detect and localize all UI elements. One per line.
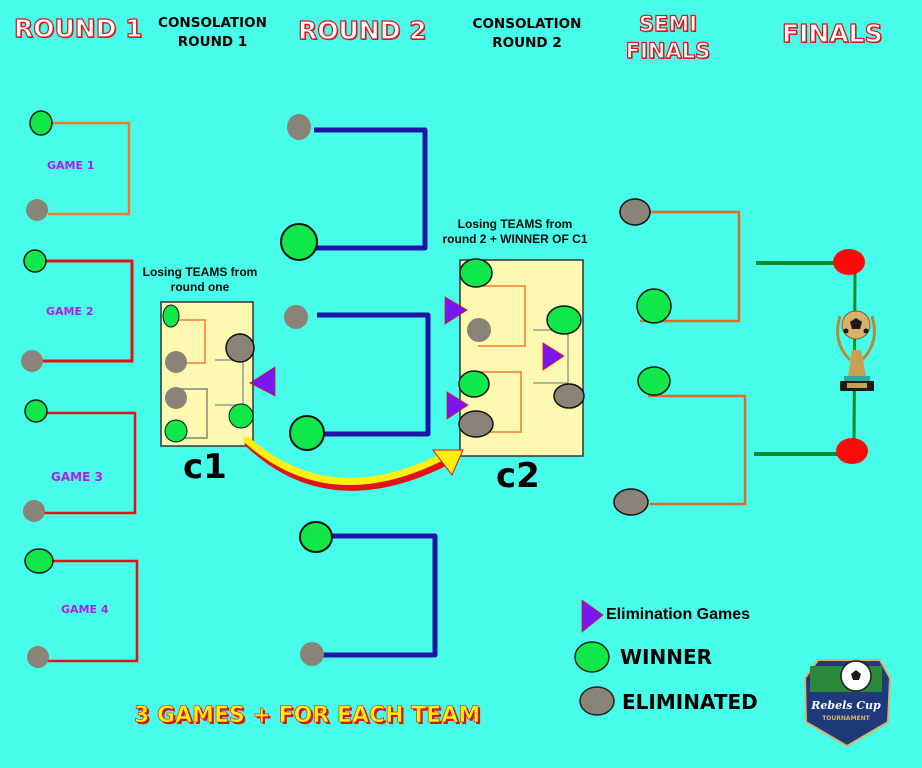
team-winner [23,249,47,273]
team-eliminated [27,646,49,668]
team-winner [228,403,254,429]
game-2-bracket [40,259,134,363]
c2-label: c2 [496,456,540,496]
game-1-bracket [48,121,131,216]
header-round-1: ROUND 1 [13,13,143,43]
semi-2-bracket [648,394,747,506]
finalist-bottom [836,438,868,464]
elimination-marker-c2-a [444,296,468,325]
rebels-cup-logo [803,659,892,748]
game-label-2: GAME 2 [46,305,94,318]
header-round-2: ROUND 2 [297,15,427,45]
header-semi-line2: FINALS [625,38,711,63]
team-eliminated [287,114,311,140]
team-eliminated [225,333,255,363]
team-winner [636,288,672,324]
round2-match-2-bracket [317,312,431,437]
footer-banner: 3 GAMES + FOR EACH TEAM [134,703,481,729]
legend-elimination-icon [581,599,604,633]
team-eliminated [553,383,585,409]
header-consolation-round-1: CONSOLATION ROUND 1 [158,15,267,50]
team-winner [546,305,582,335]
finalist-top [833,249,865,275]
game-3-bracket [42,411,137,515]
team-eliminated [300,642,324,666]
game-4-bracket [46,559,139,663]
team-eliminated [21,350,43,372]
elimination-marker-c1 [249,366,276,397]
c1-match-2-bracket [175,388,208,439]
team-winner [29,110,53,136]
advance-arrow [243,436,448,485]
c2-final-bracket [533,329,569,384]
game-label-1: GAME 1 [47,159,95,172]
round2-match-1-bracket [314,127,428,251]
team-eliminated [467,318,491,342]
legend-elimination-label: Elimination Games [606,606,751,623]
game-label-3: GAME 3 [51,470,103,484]
logo-subtitle: TOURNAMENT [822,715,870,722]
legend-eliminated-label: ELIMINATED [622,690,758,714]
team-eliminated [23,500,45,522]
game-label-4: GAME 4 [61,603,109,616]
header-semi-line1: SEMI [638,11,698,36]
team-winner [162,304,180,328]
team-winner [299,521,333,553]
team-eliminated [613,488,649,516]
team-winner [164,419,188,443]
team-winner [459,258,493,288]
header-finals: FINALS [781,18,883,48]
logo-title: Rebels Cup [811,699,881,712]
c1-final-bracket [215,359,244,406]
c1-label: c1 [183,447,227,487]
team-winner [280,223,318,261]
team-winner [24,548,54,574]
advance-arrowhead [431,449,464,476]
c2-match-1-bracket [478,285,526,347]
c2-note: Losing TEAMS from round 2 + WINNER OF C1 [442,217,588,246]
trophy-icon [836,310,876,391]
elimination-marker-c2-final [542,342,565,371]
team-eliminated [165,351,187,373]
c1-note: Losing TEAMS from round one [142,265,258,294]
team-eliminated [458,410,494,438]
legend-winner-label: WINNER [620,645,713,669]
team-eliminated [284,305,308,329]
c1-match-1-bracket [175,319,206,364]
team-winner [289,415,325,451]
team-winner [458,370,490,398]
team-eliminated [165,387,187,409]
semi-1-bracket [640,210,741,323]
header-consolation-round-2: CONSOLATION ROUND 2 [472,16,582,51]
c2-match-2-bracket [478,371,522,433]
team-eliminated [619,198,651,226]
elimination-marker-c2-b [446,391,469,420]
round2-match-3-bracket [322,533,438,658]
team-winner [24,399,48,423]
header-semi-finals: SEMI FINALS [618,11,718,65]
legend-winner-icon [574,641,610,673]
team-eliminated [26,199,48,221]
team-winner [637,366,671,396]
legend-eliminated-icon [579,686,615,716]
